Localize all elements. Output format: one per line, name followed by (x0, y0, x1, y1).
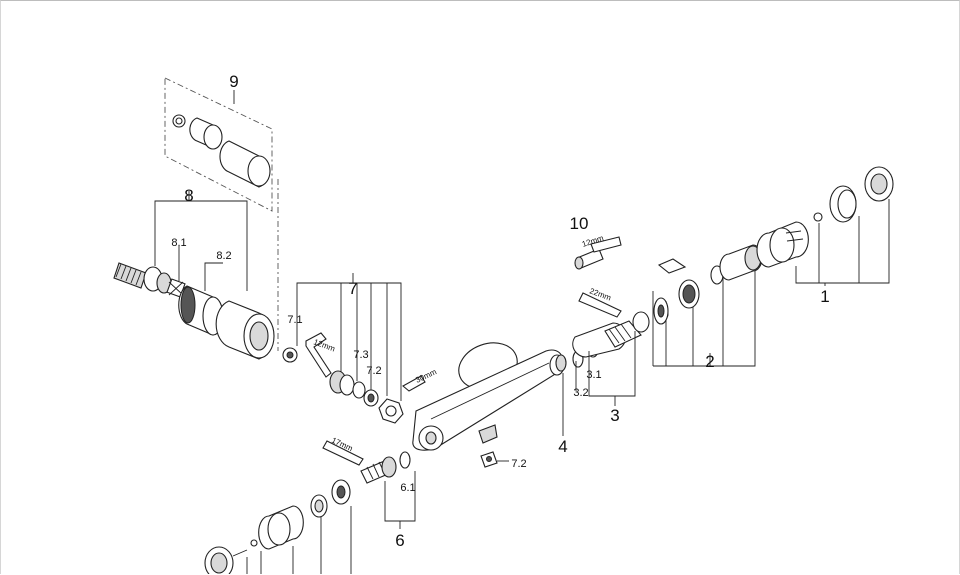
group-1 (756, 166, 894, 286)
group-3-4 (549, 236, 669, 436)
label-3-1: 3.1 (586, 369, 601, 381)
label-8: 8 (184, 186, 193, 205)
label-9: 9 (229, 72, 238, 91)
label-7-1: 7.1 (287, 314, 302, 326)
label-7-2: 7.2 (366, 365, 381, 377)
label-7-3: 7.3 (353, 349, 368, 361)
label-8-2: 8.2 (216, 250, 231, 262)
label-8-1: 8.1 (171, 237, 186, 249)
label-7: 7 (348, 279, 357, 298)
group-8 (113, 191, 275, 360)
label-7-2-body: 7.2 (511, 458, 526, 470)
label-10: 10 (570, 214, 589, 233)
label-3: 3 (610, 406, 619, 425)
group-7 (282, 273, 426, 424)
group-6 (204, 440, 416, 574)
group-2 (652, 244, 763, 367)
label-4: 4 (558, 437, 567, 456)
group-9-box (164, 77, 273, 212)
label-1: 1 (820, 287, 829, 306)
label-3-2: 3.2 (573, 387, 588, 399)
tool-30mm-label: 30mm (414, 367, 438, 385)
label-2: 2 (705, 352, 714, 371)
mixer-body (412, 342, 564, 468)
label-6-1: 6.1 (400, 482, 415, 494)
label-6: 6 (395, 531, 404, 550)
group-9 (164, 77, 279, 351)
